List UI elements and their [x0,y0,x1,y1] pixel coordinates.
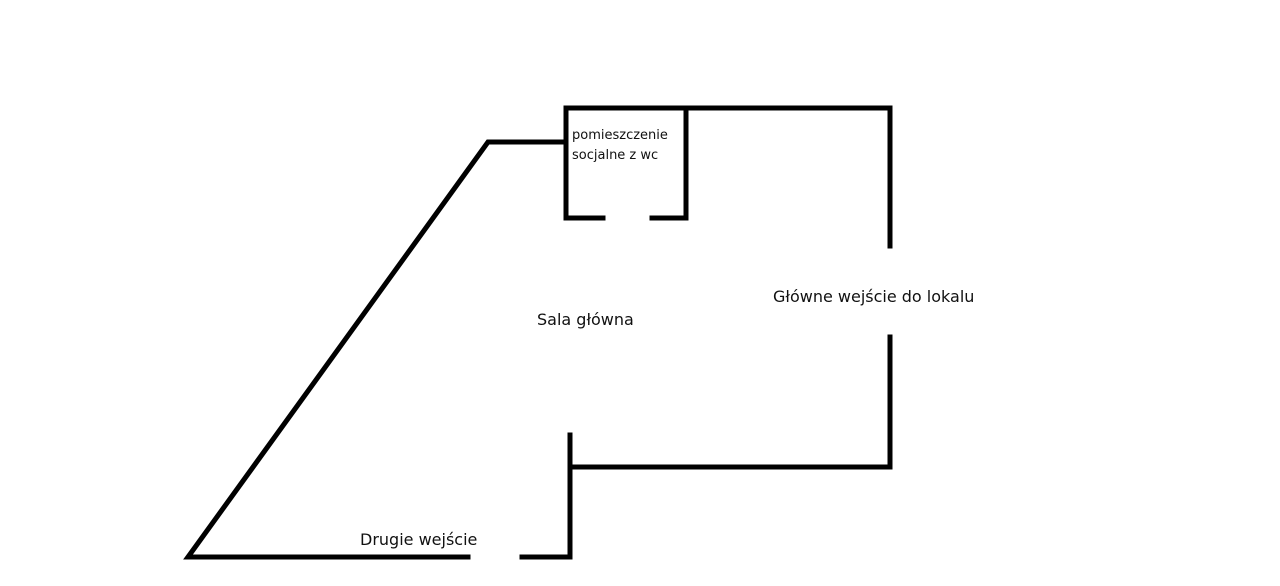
second-entrance-label: Drugie wejście [360,530,478,549]
social-room-label: pomieszczenie socjalne z wc [572,126,668,166]
wall-lower-right [567,334,893,470]
wall-left-diagonal [183,139,569,560]
main-hall-label: Sala główna [537,310,634,329]
wall-bottom-right-segment [519,432,573,560]
wall-social-room [649,105,689,221]
social-room-label-line2: socjalne z wc [572,148,659,163]
wall-top [563,105,893,249]
social-room-label-line1: pomieszczenie [572,128,668,143]
main-entrance-label: Główne wejście do lokalu [773,287,975,306]
